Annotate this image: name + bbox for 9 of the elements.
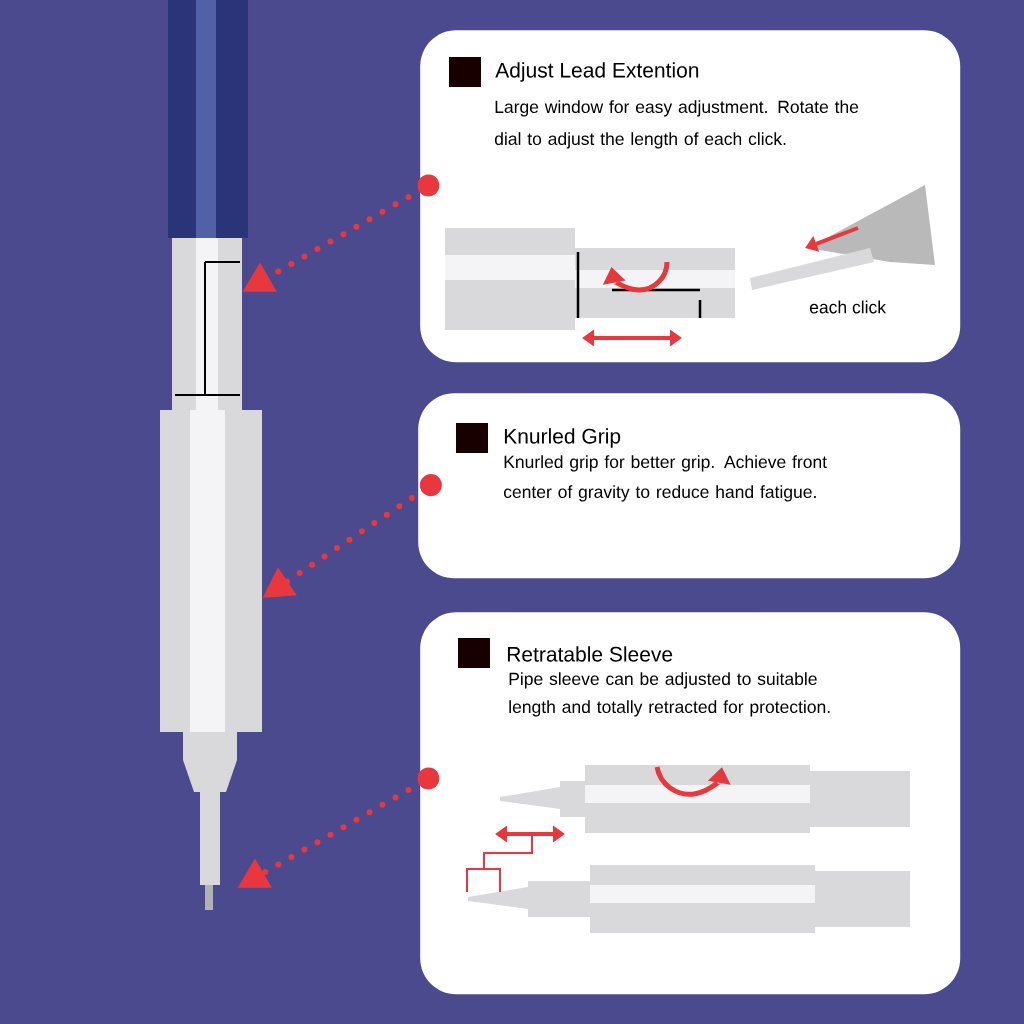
- card-description: Pipe sleeve can be adjusted to suitable length and totally retracted for protection.: [509, 672, 830, 717]
- card-title: Knurled Grip: [504, 428, 621, 448]
- card-title: Adjust Lead Extention: [495, 62, 699, 82]
- card-description: Knurled grip for better grip. Achieve front center of gravity to reduce hand fatigue.: [503, 455, 827, 502]
- dial-section-drawing: [172, 238, 242, 410]
- pencil-tip-drawing: [183, 732, 237, 910]
- label-text: each click: [809, 300, 887, 314]
- card-title: Retratable Sleeve: [507, 646, 673, 662]
- card-description: Large window for easy adjustment. Rotate the dial to adjust the length of each click.: [494, 100, 859, 149]
